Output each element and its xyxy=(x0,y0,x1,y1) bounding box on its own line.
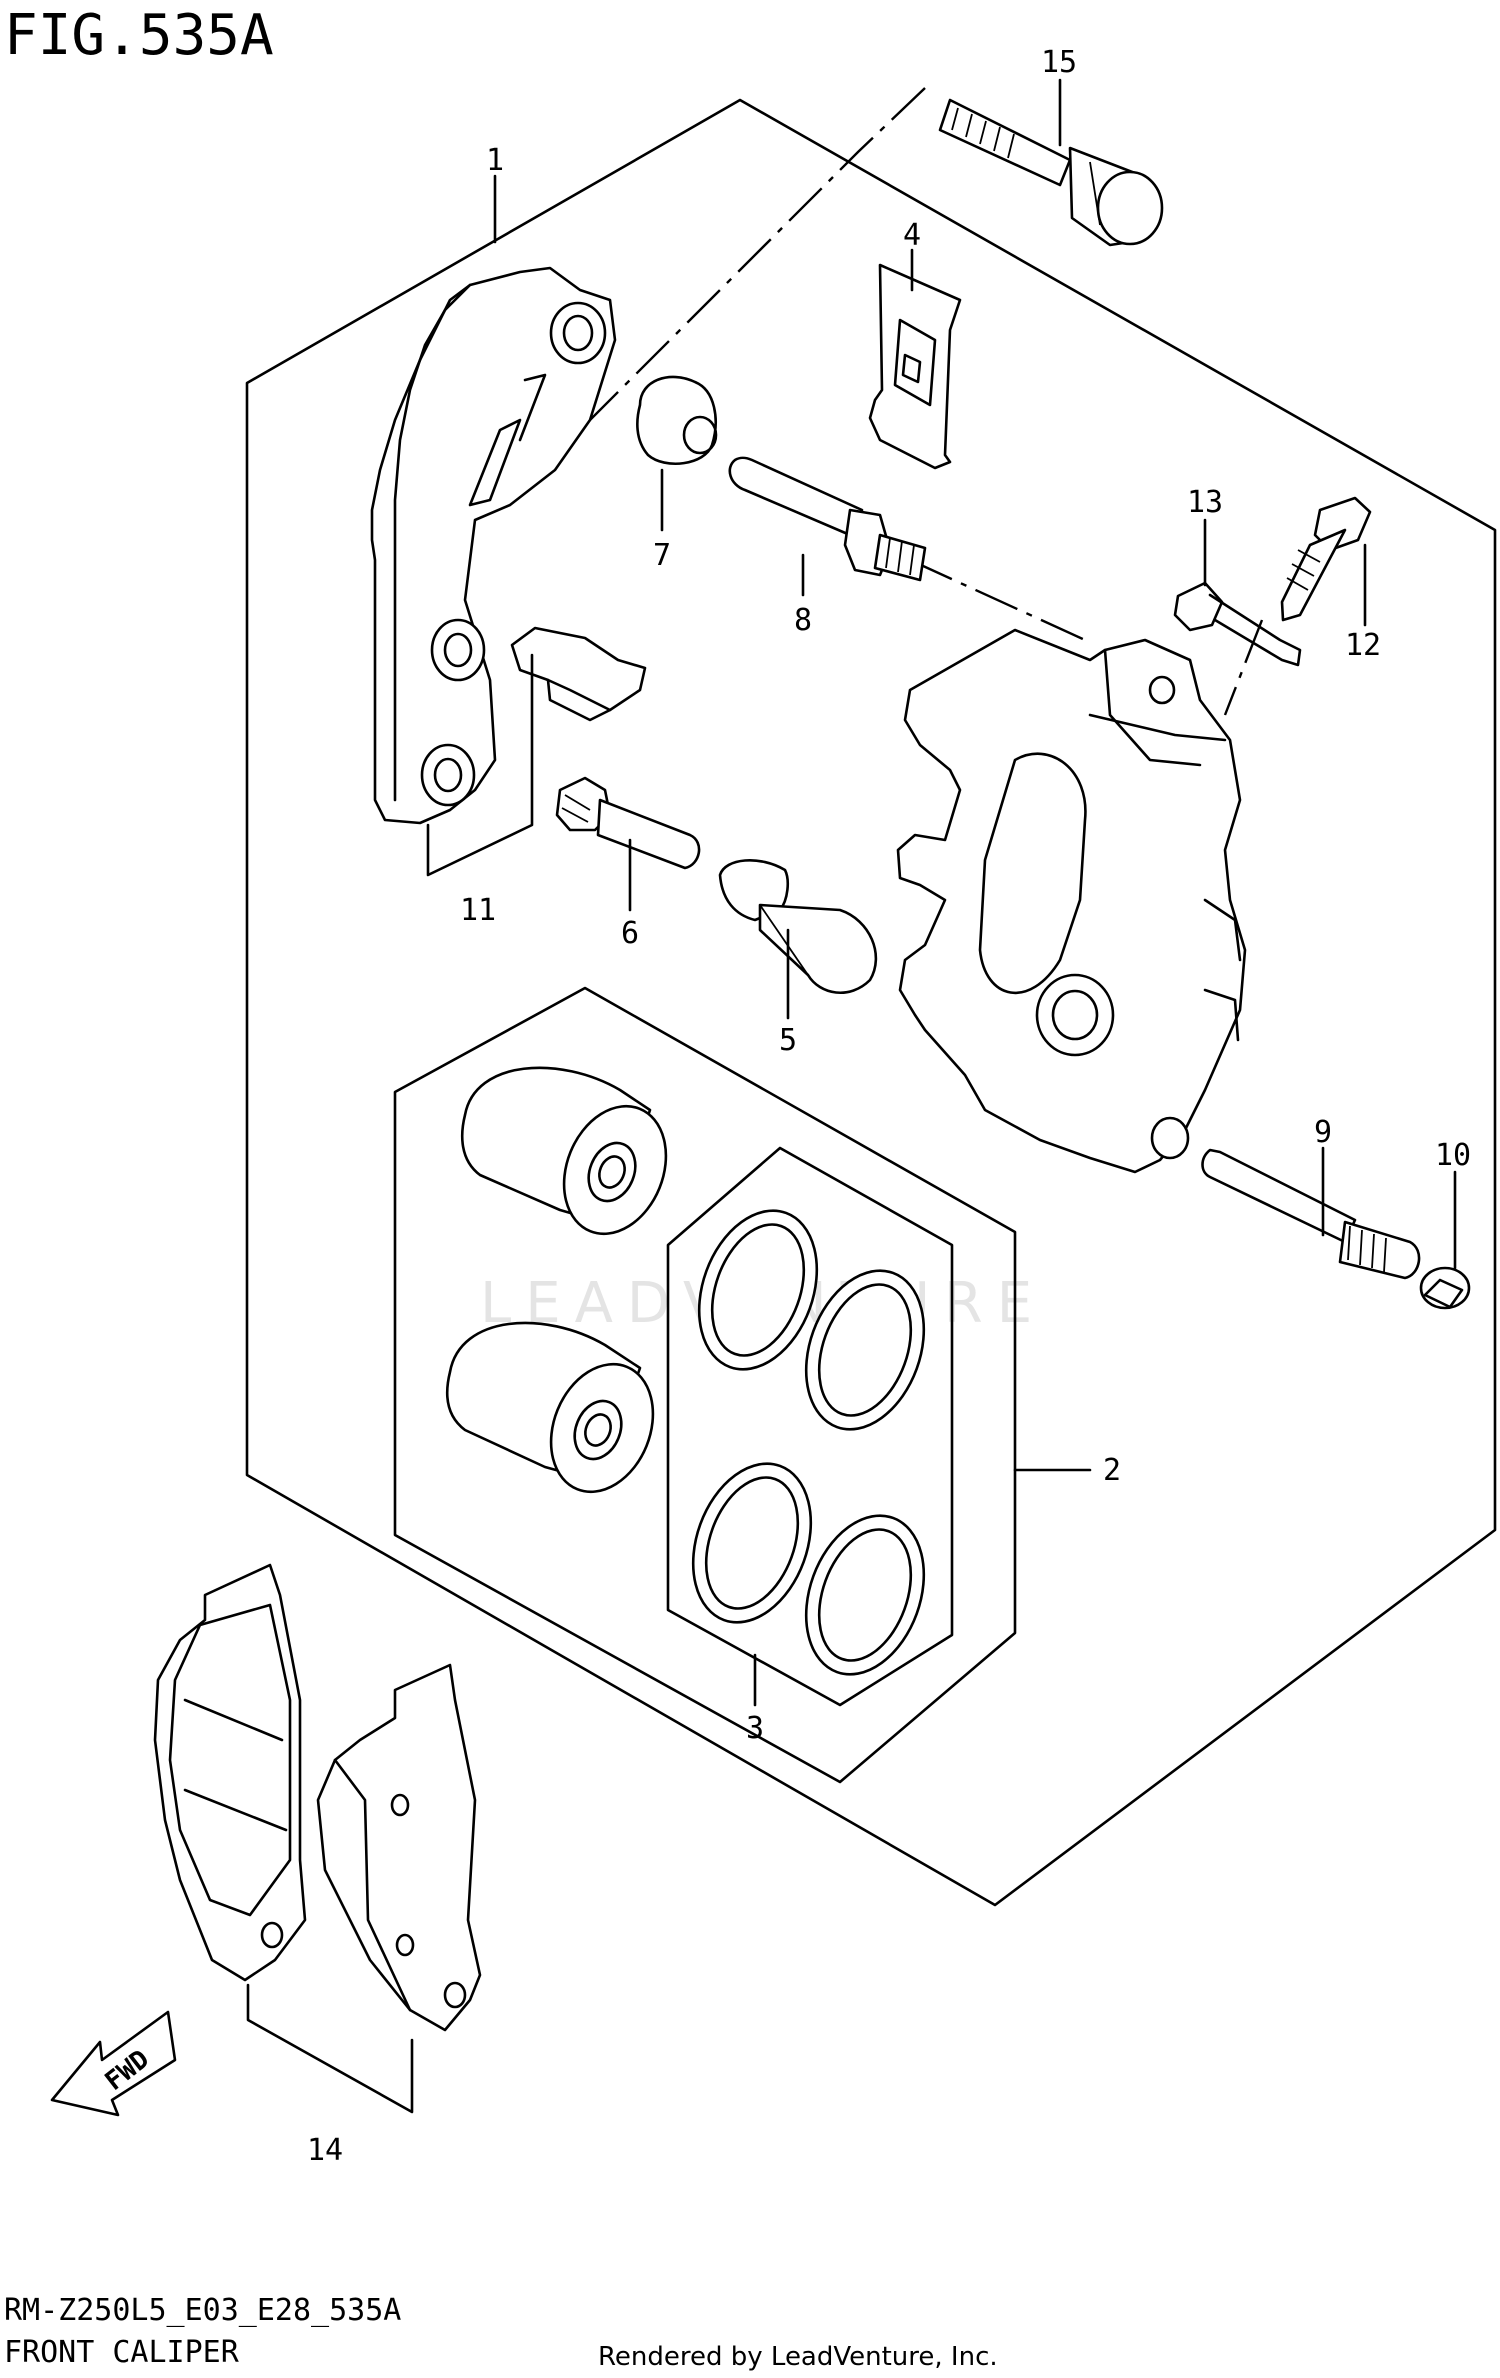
guide-line-bleeder xyxy=(1223,619,1264,716)
bracket-clip xyxy=(510,626,647,722)
callout-11: 11 xyxy=(460,893,496,928)
callout-5: 5 xyxy=(779,1023,797,1058)
caliper-bracket xyxy=(370,266,617,825)
callout-9: 9 xyxy=(1314,1115,1332,1150)
callout-12: 12 xyxy=(1345,628,1381,663)
render-credit: Rendered by LeadVenture, Inc. xyxy=(598,2342,998,2372)
leader-14 xyxy=(246,1983,414,2114)
callout-13: 13 xyxy=(1187,485,1223,520)
callout-7: 7 xyxy=(653,538,671,573)
caliper-body xyxy=(896,628,1247,1174)
callout-2: 2 xyxy=(1103,1453,1121,1488)
slide-pin-lower xyxy=(555,776,701,870)
figure-subtitle: FRONT CALIPER xyxy=(4,2335,240,2370)
figure-code: RM-Z250L5_E03_E28_535A xyxy=(4,2293,401,2328)
fwd-arrow: FWD xyxy=(50,2010,177,2117)
piston-lower xyxy=(445,1321,655,1494)
guide-line-pin xyxy=(909,558,1086,642)
figure-title: FIG.535A xyxy=(4,3,274,68)
bolt xyxy=(938,98,1164,247)
callout-15: 15 xyxy=(1041,45,1077,80)
seals xyxy=(691,1209,926,1676)
leader-11 xyxy=(426,653,534,877)
callout-14: 14 xyxy=(307,2133,343,2168)
callout-6: 6 xyxy=(621,916,639,951)
boot xyxy=(636,375,718,466)
pin-cap xyxy=(1419,1266,1471,1310)
callout-10: 10 xyxy=(1435,1138,1471,1173)
slide-pin-upper xyxy=(728,456,927,582)
seal-kit-outline xyxy=(393,986,1017,1784)
pad-spring xyxy=(868,263,962,470)
callout-4: 4 xyxy=(903,218,921,253)
callout-8: 8 xyxy=(794,603,812,638)
callout-3: 3 xyxy=(746,1711,764,1746)
brake-pads xyxy=(153,1563,482,2032)
piston-upper xyxy=(460,1066,668,1236)
callout-1: 1 xyxy=(486,143,504,178)
bushing xyxy=(718,859,878,994)
bleeder-valve xyxy=(1280,496,1372,622)
caliper-pin xyxy=(1201,1148,1421,1280)
guide-line-bolt xyxy=(579,87,926,431)
bleeder-cap xyxy=(1173,581,1302,667)
assembly-outline xyxy=(245,98,1497,1907)
seal-set-outline xyxy=(666,1146,954,1707)
